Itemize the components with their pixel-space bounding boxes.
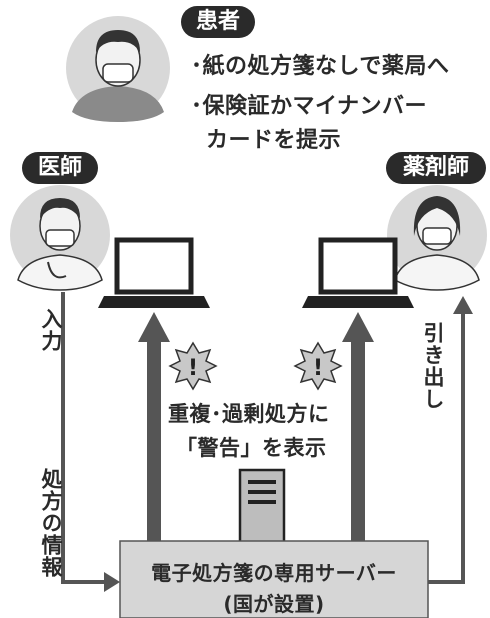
patient-label: 患者 [181,6,255,38]
patient-avatar [66,16,170,122]
patient-bullet-1: ･紙の処方箋なしで薬局へ [191,54,450,79]
warning-burst-left: ! [168,341,218,391]
pharmacist-label: 薬剤師 [386,152,486,184]
arrow-server-to-pharmacist [428,312,465,584]
patient-bullet-2: ･保険証かマイナンバー [191,94,428,119]
svg-text:!: ! [188,356,198,381]
pharmacist-action-label: 引き出し [421,322,445,410]
arrow-server-to-doctor-laptop [138,312,170,541]
patient-bullet-3: カードを提示 [206,128,342,153]
warning-line-1: 重複･過剰処方に [168,402,330,426]
arrow-doctor-to-server [61,292,104,584]
warning-line-2: 「警告」を表示 [176,436,327,460]
doctor-label: 医師 [22,152,98,184]
doctor-input-label: 入力 [39,308,63,352]
arrowhead-into-server [104,572,120,592]
pharmacist-avatar [387,185,487,291]
arrowhead-to-pharmacist [453,296,473,314]
server-title: 電子処方箋の専用サーバー [151,561,397,585]
server-icon [238,468,286,546]
server-box [119,540,429,618]
svg-text:!: ! [313,356,323,381]
doctor-laptop [98,237,210,308]
pharmacist-laptop [302,237,414,308]
flow-label: 処方の情報 [39,468,63,578]
server-subtitle: (国が設置) [223,592,325,616]
doctor-avatar [10,185,110,291]
warning-burst-right: ! [293,341,343,391]
arrow-server-to-pharmacist-laptop [342,312,374,541]
